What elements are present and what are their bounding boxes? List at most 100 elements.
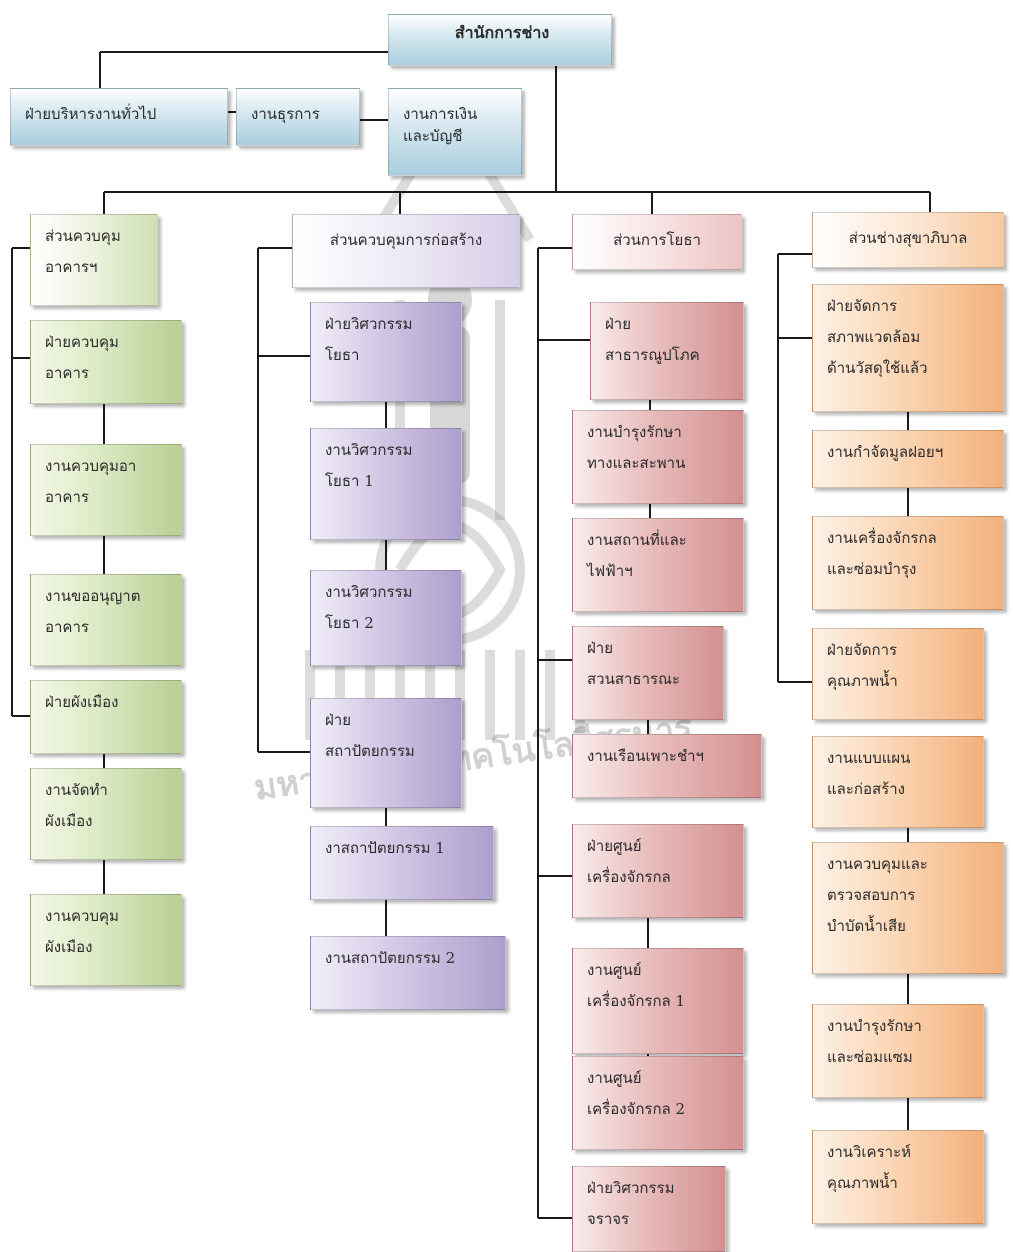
unit-c2-label: งานวิศวกรรม	[325, 441, 413, 459]
unit-c1: ฝ่ายวิศวกรรมโยธา	[310, 302, 462, 402]
unit-s4: ฝ่ายจัดการคุณภาพน้ำ	[812, 628, 984, 720]
unit-c6-label: งานสถาปัตยกรรม 2	[325, 949, 456, 967]
unit-b6-label: งานควบคุม	[45, 907, 119, 925]
division-header-publicworks: ส่วนการโยธา	[572, 214, 742, 270]
unit-s3-label: และซ่อมบำรุง	[827, 560, 917, 578]
unit-p4: ฝ่ายสวนสาธารณะ	[572, 626, 724, 720]
unit-s7-label: และซ่อมแซม	[827, 1048, 913, 1066]
unit-c4-label: ฝ่าย	[325, 711, 352, 729]
unit-c6: งานสถาปัตยกรรม 2	[310, 936, 506, 1010]
unit-p8: งานศูนย์เครื่องจักรกล 2	[572, 1056, 744, 1150]
unit-s3: งานเครื่องจักรกลและซ่อมบำรุง	[812, 516, 1004, 610]
division-header-construction: ส่วนควบคุมการก่อสร้าง	[292, 214, 520, 288]
unit-s8-label: คุณภาพน้ำ	[827, 1174, 898, 1192]
unit-b6-label: ผังเมือง	[45, 938, 93, 956]
unit-c1-label: ฝ่ายวิศวกรรม	[325, 315, 413, 333]
unit-b2: งานควบคุมอาอาคาร	[30, 444, 182, 536]
unit-p1-label: ฝ่าย	[605, 315, 632, 333]
division-header-building-label: อาคารฯ	[45, 258, 98, 276]
unit-b5-label: ผังเมือง	[45, 812, 93, 830]
admin-unit-general-label: ฝ่ายบริหารงานทั่วไป	[25, 105, 157, 123]
unit-b4-label: ฝ่ายผังเมือง	[45, 693, 119, 711]
unit-p6-label: ฝ่ายศูนย์	[587, 837, 642, 855]
unit-c2: งานวิศวกรรมโยธา 1	[310, 428, 462, 540]
unit-p4-label: สวนสาธารณะ	[587, 670, 681, 688]
unit-s8: งานวิเคราะห์คุณภาพน้ำ	[812, 1130, 984, 1224]
unit-b5-label: งานจัดทำ	[45, 781, 108, 799]
unit-p6: ฝ่ายศูนย์เครื่องจักรกล	[572, 824, 744, 918]
unit-s6: งานควบคุมและตรวจสอบการบำบัดน้ำเสีย	[812, 842, 1004, 974]
unit-b3-label: งานขออนุญาต	[45, 587, 141, 605]
unit-s1-label: ด้านวัสดุใช้แล้ว	[827, 359, 928, 377]
unit-p3-label: งานสถานที่และ	[587, 531, 687, 549]
unit-p3-label: ไฟฟ้าฯ	[587, 562, 633, 580]
division-header-publicworks-label: ส่วนการโยธา	[613, 231, 701, 249]
unit-c3-label: งานวิศวกรรม	[325, 583, 413, 601]
division-header-construction-label: ส่วนควบคุมการก่อสร้าง	[329, 231, 483, 249]
unit-p7-label: งานศูนย์	[587, 961, 642, 979]
unit-p9-label: จราจร	[587, 1210, 630, 1228]
unit-p5: งานเรือนเพาะชำฯ	[572, 734, 762, 798]
admin-unit-finance-label: งานการเงิน	[403, 105, 478, 123]
unit-s6-label: งานควบคุมและ	[827, 855, 928, 873]
division-header-sanitation: ส่วนช่างสุขาภิบาล	[812, 212, 1004, 268]
unit-s2: งานกำจัดมูลฝอยฯ	[812, 430, 1004, 488]
division-header-sanitation-label: ส่วนช่างสุขาภิบาล	[848, 229, 968, 247]
unit-p1: ฝ่ายสาธารณูปโภค	[590, 302, 744, 400]
unit-p4-label: ฝ่าย	[587, 639, 614, 657]
unit-b1: ฝ่ายควบคุมอาคาร	[30, 320, 182, 404]
unit-b6: งานควบคุมผังเมือง	[30, 894, 182, 986]
unit-p7: งานศูนย์เครื่องจักรกล 1	[572, 948, 744, 1054]
unit-p1-label: สาธารณูปโภค	[605, 346, 700, 364]
division-header-building: ส่วนควบคุมอาคารฯ	[30, 214, 158, 306]
unit-p2: งานบำรุงรักษาทางและสะพาน	[572, 410, 744, 504]
admin-unit-finance: งานการเงินและบัญชี	[388, 88, 522, 176]
unit-s7-label: งานบำรุงรักษา	[827, 1017, 922, 1035]
unit-p6-label: เครื่องจักรกล	[587, 868, 671, 886]
unit-s3-label: งานเครื่องจักรกล	[827, 529, 937, 547]
unit-p9: ฝ่ายวิศวกรรมจราจร	[572, 1166, 726, 1252]
unit-p8-label: งานศูนย์	[587, 1069, 642, 1087]
unit-c3: งานวิศวกรรมโยธา 2	[310, 570, 462, 666]
title-label: สำนักการช่าง	[454, 23, 550, 42]
unit-b4: ฝ่ายผังเมือง	[30, 680, 182, 754]
unit-s4-label: คุณภาพน้ำ	[827, 672, 898, 690]
unit-s5: งานแบบแผนและก่อสร้าง	[812, 736, 984, 828]
unit-b2-label: งานควบคุมอา	[45, 457, 137, 475]
unit-c4-label: สถาปัตยกรรม	[325, 742, 415, 760]
unit-p7-label: เครื่องจักรกล 1	[587, 992, 686, 1010]
unit-p2-label: ทางและสะพาน	[587, 454, 686, 472]
unit-p9-label: ฝ่ายวิศวกรรม	[587, 1179, 675, 1197]
unit-b1-label: อาคาร	[45, 364, 89, 382]
unit-c2-label: โยธา 1	[325, 472, 374, 490]
unit-c5: งาสถาปัตยกรรม 1	[310, 826, 494, 900]
unit-s5-label: งานแบบแผน	[827, 749, 911, 767]
admin-unit-clerical: งานธุรการ	[236, 88, 360, 146]
unit-s2-label: งานกำจัดมูลฝอยฯ	[827, 443, 944, 461]
admin-unit-general: ฝ่ายบริหารงานทั่วไป	[10, 88, 228, 146]
division-header-building-label: ส่วนควบคุม	[45, 227, 121, 245]
unit-s4-label: ฝ่ายจัดการ	[827, 641, 898, 659]
unit-s8-label: งานวิเคราะห์	[827, 1143, 912, 1161]
unit-c5-label: งาสถาปัตยกรรม 1	[325, 839, 445, 857]
unit-p8-label: เครื่องจักรกล 2	[587, 1100, 686, 1118]
admin-unit-finance-label: และบัญชี	[403, 127, 463, 145]
unit-c1-label: โยธา	[325, 346, 360, 364]
admin-unit-clerical-label: งานธุรการ	[251, 105, 320, 123]
unit-s1-label: ฝ่ายจัดการ	[827, 297, 898, 315]
unit-s5-label: และก่อสร้าง	[827, 780, 905, 798]
unit-b5: งานจัดทำผังเมือง	[30, 768, 182, 860]
unit-b3-label: อาคาร	[45, 618, 89, 636]
title-box: สำนักการช่าง	[388, 14, 612, 66]
unit-c3-label: โยธา 2	[325, 614, 374, 632]
unit-b3: งานขออนุญาตอาคาร	[30, 574, 182, 666]
unit-b2-label: อาคาร	[45, 488, 89, 506]
unit-s1-label: สภาพแวดล้อม	[827, 328, 921, 346]
unit-p2-label: งานบำรุงรักษา	[587, 423, 682, 441]
unit-c4: ฝ่ายสถาปัตยกรรม	[310, 698, 462, 808]
unit-s7: งานบำรุงรักษาและซ่อมแซม	[812, 1004, 984, 1098]
unit-p5-label: งานเรือนเพาะชำฯ	[587, 747, 704, 765]
unit-s1: ฝ่ายจัดการสภาพแวดล้อมด้านวัสดุใช้แล้ว	[812, 284, 1004, 412]
unit-p3: งานสถานที่และไฟฟ้าฯ	[572, 518, 744, 612]
